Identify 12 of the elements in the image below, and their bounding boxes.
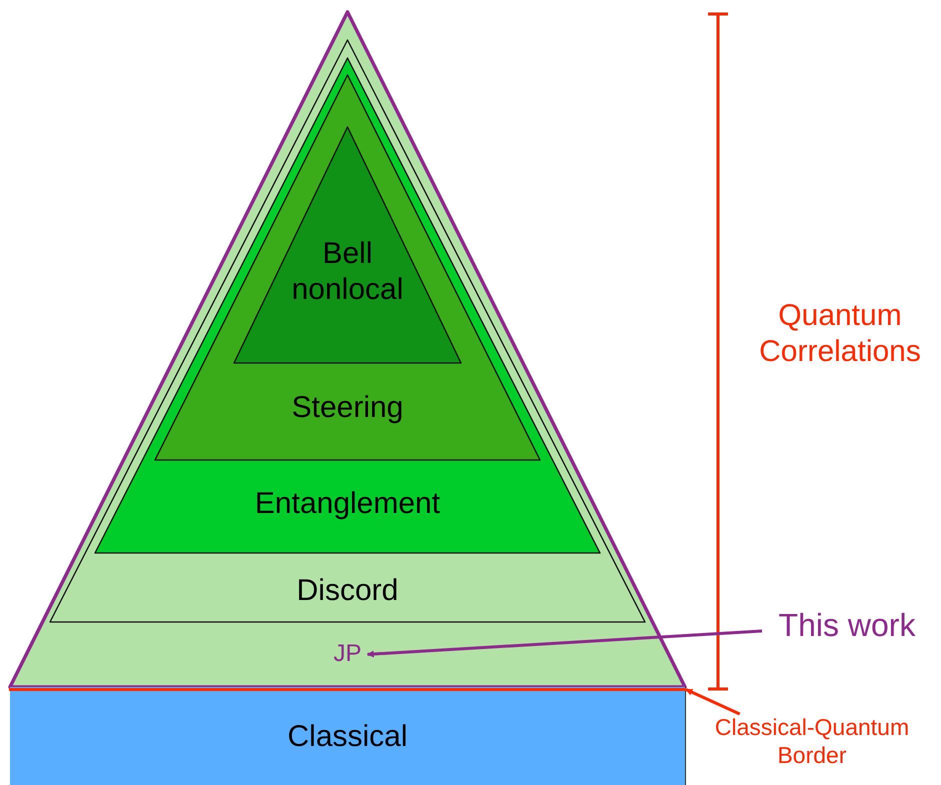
layer-label: Steering: [290, 390, 404, 426]
layer-label: JP: [332, 640, 362, 669]
annotation-text: Classical-Quantum Border: [686, 714, 938, 780]
annotation-text: This work: [762, 606, 932, 646]
arrow: [366, 630, 762, 658]
region-label: Classical: [286, 719, 409, 755]
classical-region: [10, 687, 686, 785]
layer-label: Entanglement: [254, 486, 442, 522]
arrow: [685, 688, 740, 716]
bracket-label: Quantum Correlations: [758, 298, 922, 370]
layer-label: Bell nonlocal: [290, 236, 404, 308]
layer-label: Discord: [296, 573, 400, 609]
